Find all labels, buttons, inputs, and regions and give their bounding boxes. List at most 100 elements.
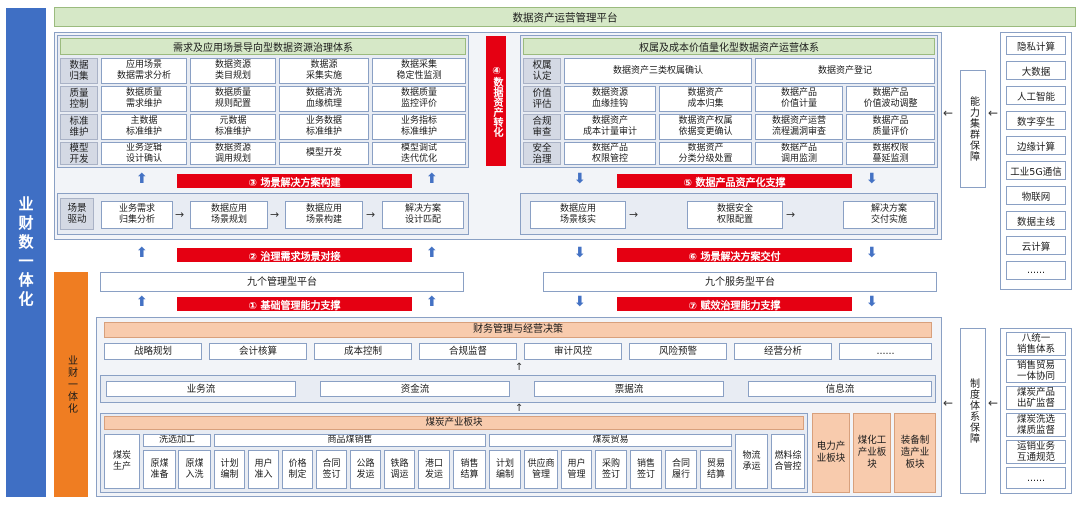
row-label-quality: 质量 控制 [60,86,98,112]
capability-item: 物联网 [1006,186,1066,205]
capability-item: 工业5G通信 [1006,161,1066,180]
grid-cell: 数据资产权属 依据变更确认 [659,114,752,140]
grid-cell: 数据产品 质量评价 [846,114,935,140]
flow-step: 解决方案 交付实施 [843,201,935,229]
arrow-up-small-icon: ↑ [515,362,524,373]
finance-item: 成本控制 [314,343,412,360]
flow-step: 数据安全 权限配置 [687,201,783,229]
sales-step: 公路 发运 [350,450,381,489]
flow-bills: 票据流 [534,381,724,397]
row-label-collect: 数据 归集 [60,58,98,84]
trade-step: 合同 履行 [665,450,697,489]
arrow-up-icon: ⬆ [426,171,438,187]
left-vertical-title: 业财数一体化 [16,195,35,310]
arrow-left-icon: ← [943,106,954,120]
row-label-standard: 标准 维护 [60,114,98,140]
coal-title: 煤炭产业板块 [104,416,804,430]
arrow-up-icon: ⬆ [136,245,148,261]
nine-service-platforms: 九个服务型平台 [543,272,937,292]
grid-cell: 数据质量 监控评价 [372,86,466,112]
arrow-right-icon: → [175,208,185,221]
flow-step: 数据应用 场景构建 [285,201,363,229]
sales-step: 销售 结算 [453,450,486,489]
left-panel-title: 需求及应用场景导向型数据资源治理体系 [60,38,466,55]
trade-step: 供应商 管理 [524,450,558,489]
sales-title: 商品煤销售 [214,434,486,447]
system-label: 制度体系保障 [967,378,979,444]
capability-item: 数据主线 [1006,211,1066,230]
capability-item: 隐私计算 [1006,36,1066,55]
sales-step: 计划 编制 [214,450,245,489]
platform-title-bar: 数据资产运营管理平台 [54,7,1076,27]
grid-cell: 模型开发 [279,142,369,165]
grid-cell: 数据产品 价值波动调整 [846,86,935,112]
arrow-up-icon: ⬆ [136,171,148,187]
grid-cell: 数据资产 成本计量审计 [564,114,656,140]
capability-label: 能力集群保障 [967,96,979,162]
finance-item: ...... [839,343,932,360]
arrow-right-icon: → [366,208,376,221]
left-vertical-bar: 业财数一体化 [6,8,46,497]
arrow-left-icon: ← [943,396,954,410]
fuel-control: 燃料综 合管控 [771,434,805,489]
system-item: 煤炭洗选 煤质监督 [1006,413,1066,437]
arrow-right-icon: → [786,208,796,221]
platform-title: 数据资产运营管理平台 [512,11,618,24]
trade-title: 煤炭贸易 [489,434,732,447]
arrow-up-icon: ⬆ [426,245,438,261]
arrow-down-icon: ⬇ [866,245,878,261]
right-panel-title: 权属及成本价值量化型数据资产运营体系 [523,38,935,55]
arrow-left-icon: ← [988,106,999,120]
sales-step: 价格 制定 [282,450,313,489]
row-label-ownership: 权属 认定 [523,58,561,84]
grid-cell: 数据资产登记 [755,58,935,84]
grid-cell: 主数据 标准维护 [101,114,187,140]
capability-item: 云计算 [1006,236,1066,255]
trade-step: 贸易 结算 [700,450,732,489]
row-label-model: 模型 开发 [60,142,98,165]
grid-cell: 数据资产 成本归集 [659,86,752,112]
bar-basic-management: ① 基础管理能力支撑 [177,297,412,312]
bar-scene-solution-build: ③ 场景解决方案构建 [177,174,412,189]
flow-business: 业务流 [106,381,296,397]
row-label-security: 安全 治理 [523,142,561,165]
grid-cell: 数据资源 血缘挂钩 [564,86,656,112]
arrow-down-icon: ⬇ [574,245,586,261]
sector-equipment: 装备制 造产业 板块 [894,413,936,493]
bar-governance-capability: ⑦ 赋效治理能力支撑 [617,297,852,312]
grid-cell: 数据权限 蔓延监测 [846,142,935,165]
arrow-right-icon: → [629,208,639,221]
finance-item: 经营分析 [734,343,832,360]
grid-cell: 数据源 采集实施 [279,58,369,84]
system-item: ...... [1006,467,1066,489]
arrow-down-icon: ⬇ [866,294,878,310]
arrow-down-icon: ⬇ [574,294,586,310]
washing-step: 原煤 入洗 [178,450,211,489]
arrow-down-icon: ⬇ [866,171,878,187]
grid-cell: 数据资产运营 流程漏洞审查 [755,114,843,140]
nine-management-platforms: 九个管理型平台 [100,272,464,292]
bar-scene-solution-deliver: ⑥ 场景解决方案交付 [617,248,852,263]
flow-step: 解决方案 设计匹配 [382,201,464,229]
arrow-up-icon: ⬆ [136,294,148,310]
grid-cell: 数据质量 需求维护 [101,86,187,112]
grid-cell: 模型调试 迭代优化 [372,142,466,165]
asset-transform-bar: ④数据资产转化 [486,36,506,166]
capability-item: 大数据 [1006,61,1066,80]
grid-cell: 数据产品 价值计量 [755,86,843,112]
capability-item: 数字孪生 [1006,111,1066,130]
lower-vertical-bar: 业财一体化 [54,272,88,497]
sales-step: 港口 发运 [418,450,450,489]
trade-step: 计划 编制 [489,450,521,489]
row-label-value: 价值 评估 [523,86,561,112]
trade-step: 采购 签订 [595,450,627,489]
grid-cell: 业务数据 标准维护 [279,114,369,140]
grid-cell: 数据产品 权限管控 [564,142,656,165]
arrow-up-small-icon: ↑ [515,403,524,414]
grid-cell: 数据资源 调用规划 [190,142,276,165]
finance-title: 财务管理与经营决策 [104,322,932,338]
flow-step: 数据应用 场景规划 [190,201,268,229]
arrow-down-icon: ⬇ [574,171,586,187]
arrow-right-icon: → [270,208,280,221]
grid-cell: 数据资产三类权属确认 [564,58,752,84]
